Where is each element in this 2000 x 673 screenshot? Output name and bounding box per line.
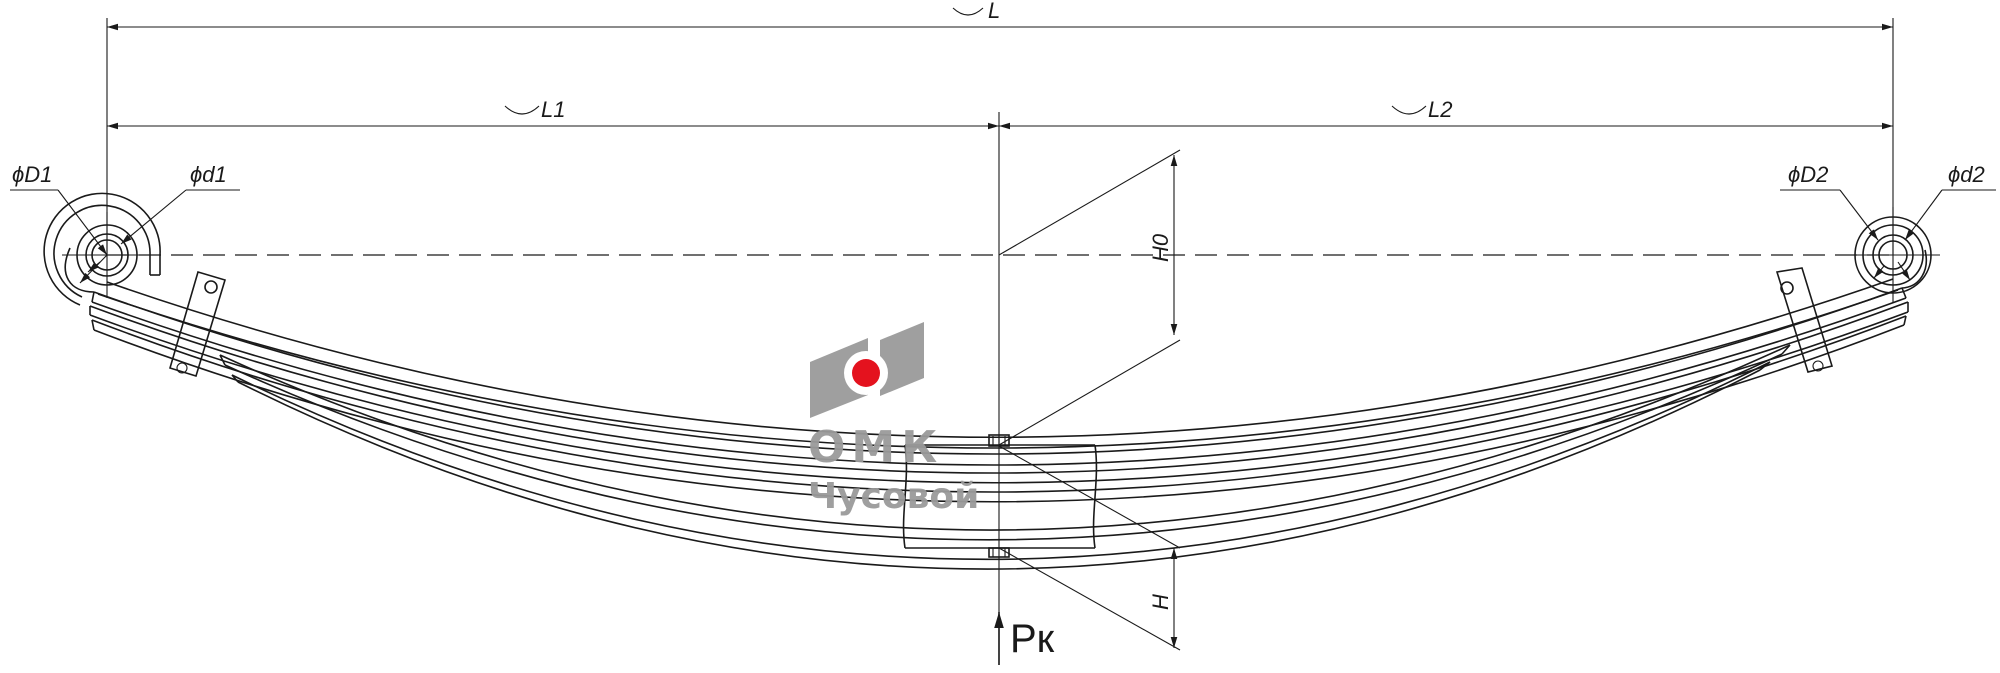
loaded-height-label: H xyxy=(1148,594,1173,610)
right-eye-inner-label: ϕd2 xyxy=(1948,162,1985,187)
logo-city: Чусовой xyxy=(808,476,979,517)
dimension-loaded-height: H xyxy=(998,445,1181,651)
dimension-left-right-length: L1 L2 xyxy=(107,97,1893,130)
left-eye-leaders: ϕD1 ϕd1 xyxy=(10,162,240,284)
free-camber-label: H0 xyxy=(1148,233,1173,262)
right-eye-outer-label: ϕD2 xyxy=(1788,162,1828,187)
right-length-label: L2 xyxy=(1428,97,1452,122)
extension-lines xyxy=(106,18,1894,665)
left-eye-inner-label: ϕd1 xyxy=(190,162,227,187)
load-label: Pк xyxy=(1010,617,1055,661)
left-rebound-clip xyxy=(169,271,226,378)
left-eye-outer-label: ϕD1 xyxy=(12,162,52,187)
left-eye xyxy=(43,192,161,306)
right-eye xyxy=(1845,207,1940,303)
dimension-free-camber: H0 xyxy=(998,149,1181,446)
logo-name: ОМК xyxy=(808,422,943,473)
right-eye-leaders: ϕD2 ϕd2 xyxy=(1780,162,1996,281)
left-length-label: L1 xyxy=(541,97,565,122)
omk-logo: ОМК Чусовой xyxy=(808,322,979,517)
dimension-overall-length: L xyxy=(107,0,1893,31)
overall-length-label: L xyxy=(988,0,1000,23)
load-arrow: Pк xyxy=(994,612,1055,665)
logo-red-dot-icon xyxy=(852,359,880,387)
right-rebound-clip xyxy=(1775,267,1834,373)
spring-leaves xyxy=(64,247,1927,570)
